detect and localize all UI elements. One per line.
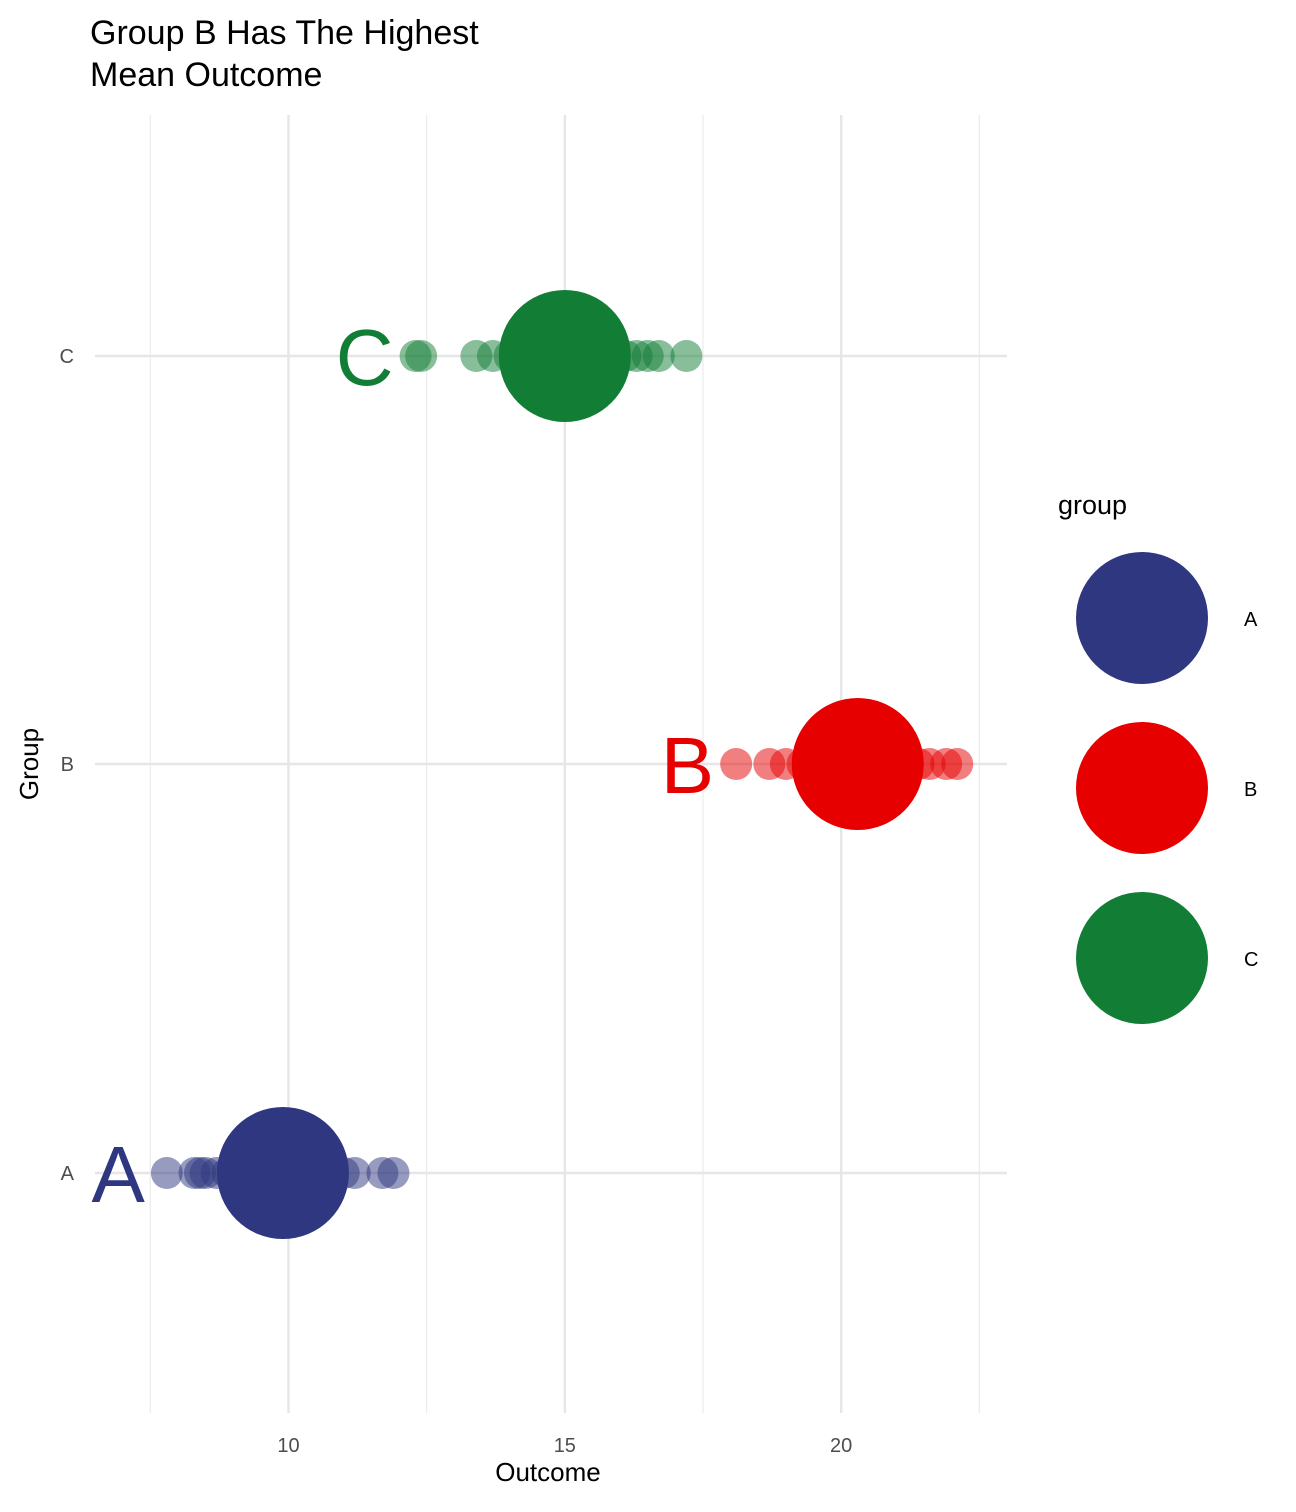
y-tick-label-A: A (61, 1163, 75, 1185)
legend-key-C (1076, 892, 1208, 1024)
point-A-18 (377, 1157, 410, 1189)
group-label-C: C (336, 313, 394, 402)
x-tick-label-0: 10 (277, 1435, 299, 1457)
point-C-15 (670, 340, 703, 372)
legend-title: group (1058, 490, 1127, 520)
group-label-B: B (661, 721, 714, 810)
legend-key-A (1076, 552, 1208, 684)
point-B-13 (941, 748, 974, 780)
group-label-A: A (91, 1130, 145, 1219)
point-C-1 (405, 340, 438, 372)
y-axis-title: Group (14, 728, 44, 800)
legend-label-A: A (1244, 609, 1258, 631)
point-B-0 (720, 748, 753, 780)
mean-point-A (216, 1107, 349, 1239)
chart-title-line-1: Group B Has The Highest (90, 14, 479, 52)
group-labels: A B C (91, 313, 714, 1219)
mean-point-C (498, 290, 631, 422)
point-A-0 (150, 1157, 183, 1189)
x-axis-title: Outcome (495, 1457, 601, 1487)
x-tick-label-1: 15 (554, 1435, 576, 1457)
axes: 10 15 20 A B C (60, 346, 853, 1457)
x-tick-label-2: 20 (830, 1435, 852, 1457)
legend-label-C: C (1244, 949, 1258, 971)
legend-key-B (1076, 722, 1208, 854)
legend: group A B C (1058, 490, 1258, 1024)
data-points (150, 290, 974, 1239)
legend-label-B: B (1244, 779, 1257, 801)
mean-point-B (791, 698, 924, 830)
y-tick-label-B: B (61, 754, 74, 776)
chart-title-line-2: Mean Outcome (90, 56, 323, 94)
point-C-14 (642, 340, 675, 372)
y-tick-label-C: C (60, 346, 74, 368)
